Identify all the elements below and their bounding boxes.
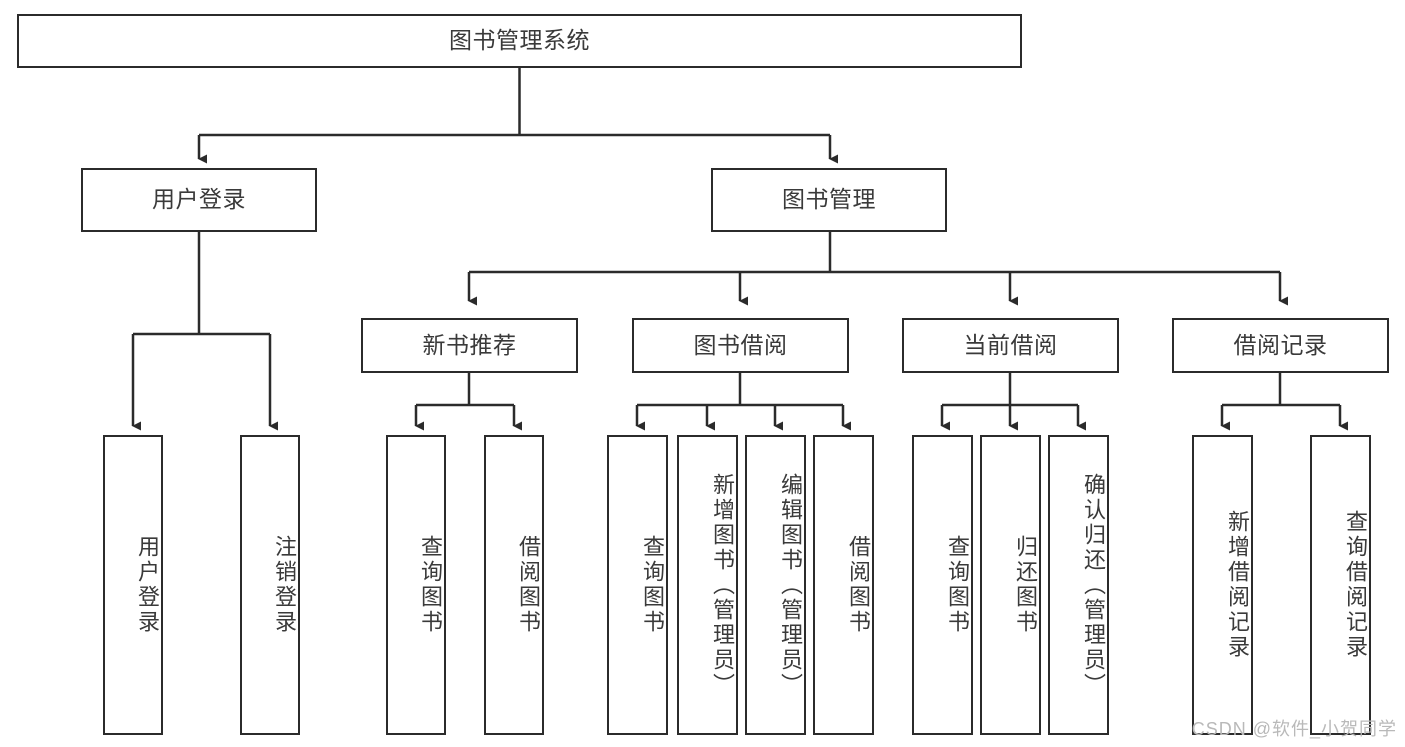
node-root-label: 图书管理系统 bbox=[449, 27, 590, 54]
node-leaf-user-logout-label: 注销登录 bbox=[272, 535, 297, 635]
node-user-login[interactable]: 用户登录 bbox=[81, 168, 317, 232]
node-leaf-borrow-book-2-label: 借阅图书 bbox=[846, 535, 871, 635]
node-leaf-query-book-1-label: 查询图书 bbox=[418, 535, 443, 635]
node-leaf-borrow-book-2[interactable]: 借阅图书 bbox=[813, 435, 874, 735]
node-book-mgmt-label: 图书管理 bbox=[782, 186, 876, 213]
node-current-borrow-label: 当前借阅 bbox=[963, 331, 1058, 358]
node-user-login-label: 用户登录 bbox=[152, 186, 246, 213]
node-book-borrow-label: 图书借阅 bbox=[693, 331, 788, 358]
node-leaf-query-book-2[interactable]: 查询图书 bbox=[607, 435, 668, 735]
node-book-borrow[interactable]: 图书借阅 bbox=[632, 318, 849, 373]
node-leaf-query-record-label: 查询借阅记录 bbox=[1343, 510, 1368, 660]
node-leaf-user-login-label: 用户登录 bbox=[135, 535, 160, 635]
node-leaf-user-logout[interactable]: 注销登录 bbox=[240, 435, 300, 735]
node-leaf-return-book-label: 归还图书 bbox=[1013, 535, 1038, 635]
node-leaf-borrow-book-1-label: 借阅图书 bbox=[516, 535, 541, 635]
node-leaf-confirm-return-label: 确认归还（管理员） bbox=[1081, 472, 1106, 698]
node-leaf-query-book-3[interactable]: 查询图书 bbox=[912, 435, 973, 735]
node-leaf-query-book-3-label: 查询图书 bbox=[945, 535, 970, 635]
node-book-mgmt[interactable]: 图书管理 bbox=[711, 168, 947, 232]
node-leaf-borrow-book-1[interactable]: 借阅图书 bbox=[484, 435, 544, 735]
node-leaf-add-record-label: 新增借阅记录 bbox=[1225, 510, 1250, 660]
node-leaf-return-book[interactable]: 归还图书 bbox=[980, 435, 1041, 735]
node-leaf-add-book-label: 新增图书（管理员） bbox=[710, 472, 735, 698]
node-current-borrow[interactable]: 当前借阅 bbox=[902, 318, 1119, 373]
node-leaf-add-record[interactable]: 新增借阅记录 bbox=[1192, 435, 1253, 735]
node-new-book-rec-label: 新书推荐 bbox=[422, 331, 517, 358]
node-borrow-record-label: 借阅记录 bbox=[1233, 331, 1328, 358]
node-leaf-add-book[interactable]: 新增图书（管理员） bbox=[677, 435, 738, 735]
node-new-book-rec[interactable]: 新书推荐 bbox=[361, 318, 578, 373]
node-leaf-edit-book[interactable]: 编辑图书（管理员） bbox=[745, 435, 806, 735]
node-borrow-record[interactable]: 借阅记录 bbox=[1172, 318, 1389, 373]
node-leaf-query-record[interactable]: 查询借阅记录 bbox=[1310, 435, 1371, 735]
node-leaf-query-book-1[interactable]: 查询图书 bbox=[386, 435, 446, 735]
node-leaf-edit-book-label: 编辑图书（管理员） bbox=[778, 472, 803, 698]
node-leaf-query-book-2-label: 查询图书 bbox=[640, 535, 665, 635]
node-root[interactable]: 图书管理系统 bbox=[17, 14, 1022, 68]
node-leaf-user-login[interactable]: 用户登录 bbox=[103, 435, 163, 735]
node-leaf-confirm-return[interactable]: 确认归还（管理员） bbox=[1048, 435, 1109, 735]
